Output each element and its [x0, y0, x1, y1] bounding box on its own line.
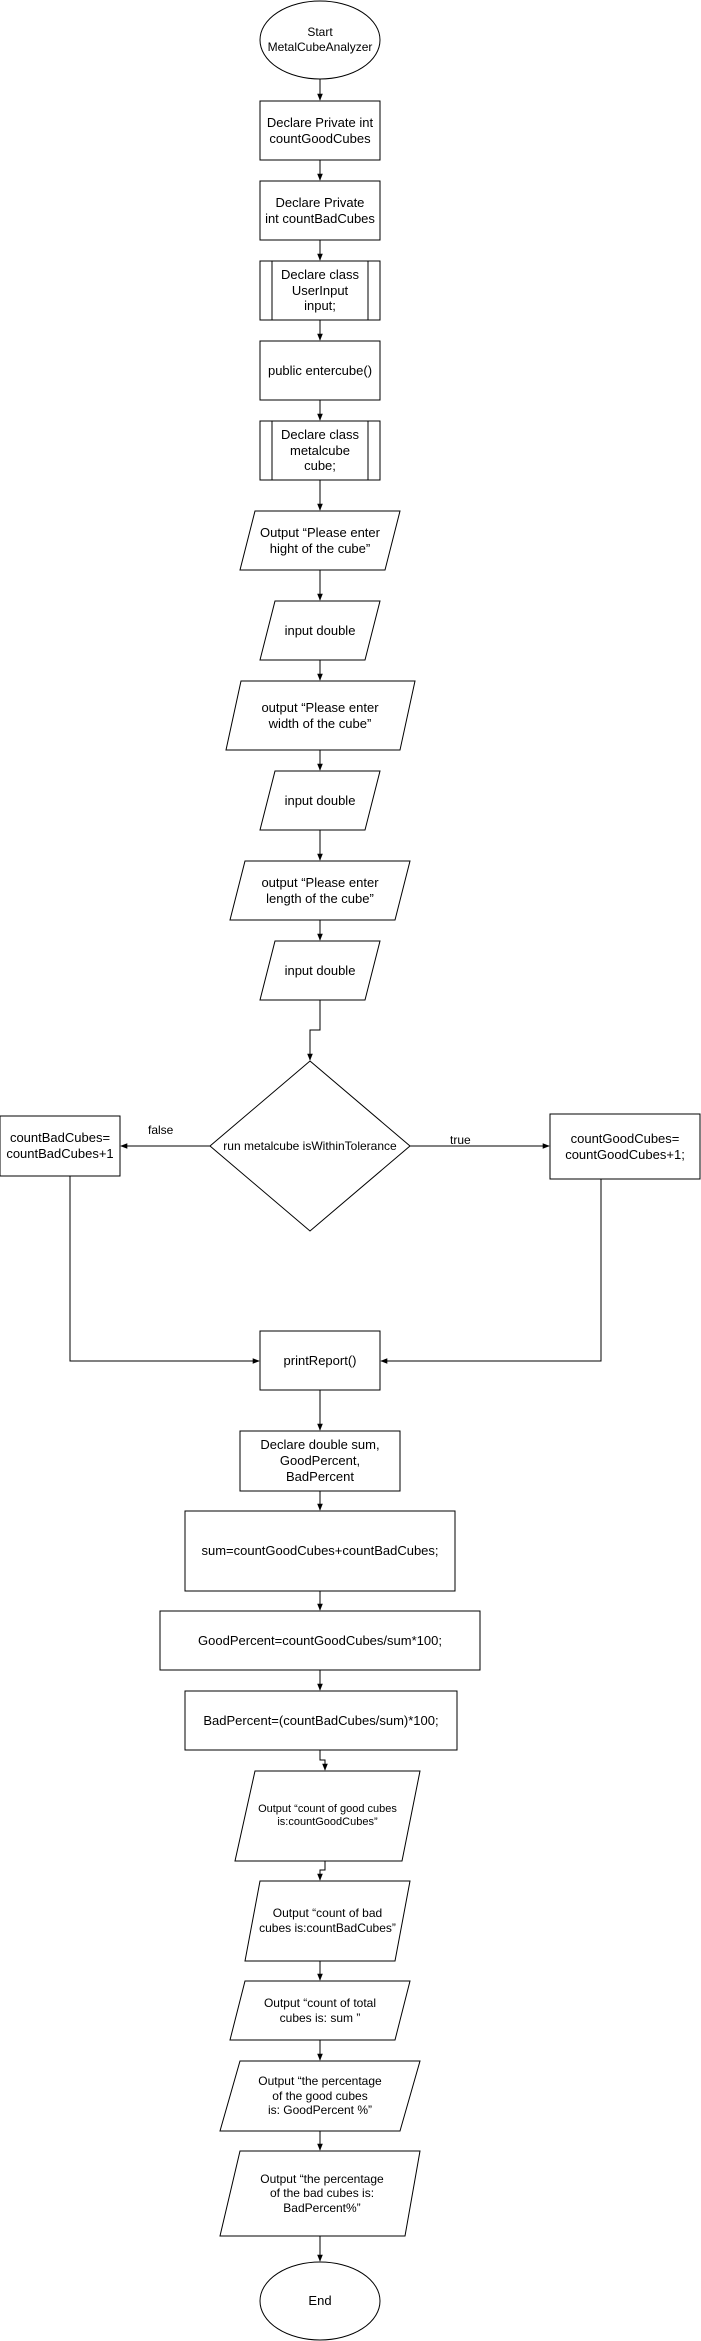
declare-bad-label: Declare Private int countBadCubes	[265, 194, 375, 226]
declare-input-label: Declare class UserInput input;	[280, 266, 360, 314]
start-label: Start MetalCubeAnalyzer	[267, 25, 373, 54]
declare-cube-label: Declare class metalcube cube;	[280, 426, 360, 474]
out-height-shape	[239, 510, 401, 571]
bad-inc-box	[0, 1115, 121, 1177]
out-length-label: output “Please enter length of the cube”	[261, 874, 379, 906]
in-height-label: input double	[284, 622, 356, 638]
in-height-shape	[259, 600, 381, 661]
true-edge-label: true	[450, 1133, 471, 1147]
out-width-label: output “Please enter width of the cube”	[261, 699, 379, 731]
good-inc-label: countGoodCubes= countGoodCubes+1;	[565, 1130, 685, 1162]
in-length-label: input double	[284, 962, 356, 978]
in-width-shape	[259, 770, 381, 831]
declare-double-label: Declare double sum, GoodPercent, BadPerc…	[260, 1437, 380, 1484]
false-edge-label: false	[148, 1123, 174, 1137]
out-bad-count-label: Output “count of bad cubes is:countBadCu…	[259, 1906, 396, 1935]
end-terminal	[259, 2261, 381, 2341]
sum-label: sum=countGoodCubes+countBadCubes;	[201, 1543, 439, 1559]
bad-pct-label: BadPercent=(countBadCubes/sum)*100;	[203, 1712, 439, 1728]
out-good-pct-shape	[219, 2060, 421, 2132]
in-length-shape	[259, 940, 381, 1001]
out-bad-pct-shape	[219, 2150, 421, 2237]
out-length-shape	[229, 860, 411, 921]
out-width-shape	[225, 680, 416, 751]
declare-good-label: Declare Private int countGoodCubes	[266, 114, 374, 146]
decision-diamond	[209, 1060, 411, 1232]
out-bad-count-shape	[244, 1880, 411, 1962]
good-inc-box	[549, 1113, 701, 1180]
good-pct-label: GoodPercent=countGoodCubes/sum*100;	[198, 1632, 442, 1648]
entercube-label: public entercube()	[267, 362, 373, 378]
in-width-label: input double	[284, 792, 356, 808]
end-label: End	[308, 2293, 332, 2309]
out-good-pct-label: Output “the percentage of the good cubes…	[258, 2074, 382, 2118]
out-good-count-shape	[234, 1770, 421, 1862]
connectors	[69, 79, 602, 2262]
bad-pct-box	[184, 1690, 458, 1751]
out-good-count-label: Output “count of good cubes is:countGood…	[258, 1802, 397, 1828]
out-bad-pct-label: Output “the percentage of the bad cubes …	[260, 2171, 384, 2215]
print-report-label: printReport()	[283, 1352, 357, 1368]
bad-inc-label: countBadCubes= countBadCubes+1	[6, 1130, 114, 1161]
decision-label: run metalcube isWithinTolerance	[223, 1138, 397, 1153]
out-total-label: Output “count of total cubes is: sum ”	[263, 1995, 377, 2025]
out-total-shape	[229, 1980, 411, 2041]
out-height-label: Output “Please enter hight of the cube”	[260, 524, 380, 556]
